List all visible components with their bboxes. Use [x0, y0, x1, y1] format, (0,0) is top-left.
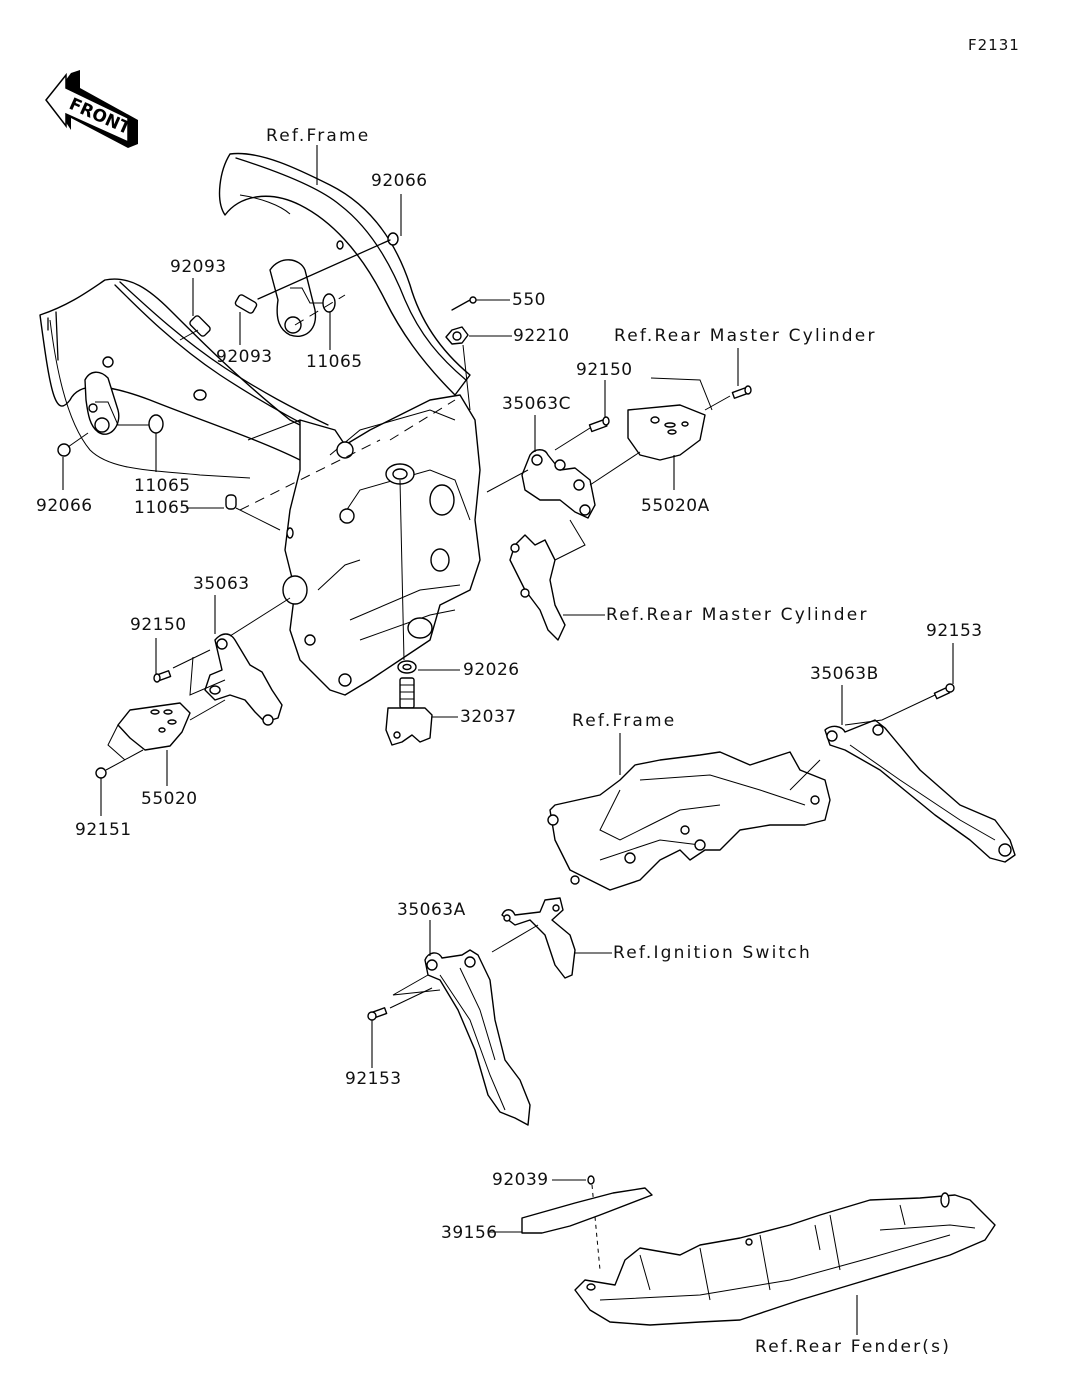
callout-32037[interactable]: 32037 [460, 707, 517, 727]
callout-11065-top[interactable]: 11065 [306, 352, 363, 372]
callout-35063B[interactable]: 35063B [810, 664, 879, 684]
front-arrow-icon: FRONT [45, 70, 138, 148]
bracket-35063 [204, 595, 291, 726]
cotter-pin-550 [451, 296, 510, 311]
callout-92153-right[interactable]: 92153 [926, 621, 983, 641]
callout-55020[interactable]: 55020 [141, 789, 198, 809]
callout-ref-frame-top[interactable]: Ref.Frame [266, 126, 371, 146]
callout-92210[interactable]: 92210 [513, 326, 570, 346]
main-frame [39, 152, 481, 696]
callout-11065-left-a[interactable]: 11065 [134, 476, 191, 496]
callout-92093-left[interactable]: 92093 [170, 257, 227, 277]
grommet-11065-left-b [186, 494, 281, 531]
bolt-92153-left [367, 987, 433, 1068]
master-cylinder [509, 519, 605, 641]
figure-code: F2131 [968, 36, 1020, 54]
clip-92039 [552, 1175, 601, 1271]
patch-92093-mid [234, 294, 258, 345]
washer-92026 [397, 479, 460, 674]
ignition-switch-bracket [491, 897, 612, 979]
pad-39156 [488, 1187, 653, 1234]
nut-92210 [445, 326, 512, 411]
plug-92066-top [257, 194, 402, 300]
bracket-35063C [486, 415, 596, 519]
bracket-35063A [392, 920, 531, 1126]
callout-92150-right[interactable]: 92150 [576, 360, 633, 380]
bolt-92150-right [554, 380, 610, 451]
callout-92026[interactable]: 92026 [463, 660, 520, 680]
callout-92039[interactable]: 92039 [492, 1170, 549, 1190]
callout-92150-left[interactable]: 92150 [130, 615, 187, 635]
callout-35063[interactable]: 35063 [193, 574, 250, 594]
callout-92066-top[interactable]: 92066 [371, 171, 428, 191]
callout-35063A[interactable]: 35063A [397, 900, 466, 920]
bolt-ref-rear-master-cylinder-top [704, 348, 752, 411]
callout-ref-rear-fenders[interactable]: Ref.Rear Fender(s) [755, 1337, 952, 1357]
heel-guard-55020 [107, 699, 226, 786]
callout-ref-rear-master-cylinder-top[interactable]: Ref.Rear Master Cylinder [614, 326, 877, 346]
callout-55020A[interactable]: 55020A [641, 496, 710, 516]
rear-fender [574, 1192, 996, 1335]
callout-92066-left[interactable]: 92066 [36, 496, 93, 516]
bolt-92150-left [153, 638, 226, 696]
patch-92093-left [179, 278, 211, 341]
callout-92093-mid[interactable]: 92093 [216, 347, 273, 367]
grommet-11065-left-a [95, 401, 164, 472]
screw-92151 [95, 749, 144, 816]
callout-92151[interactable]: 92151 [75, 820, 132, 840]
callout-ref-ignition-switch[interactable]: Ref.Ignition Switch [613, 943, 812, 963]
grommet-11065-top [290, 287, 336, 350]
callout-35063C[interactable]: 35063C [502, 394, 571, 414]
plug-92066-left [57, 432, 89, 490]
bracket-35063B [789, 685, 1016, 863]
bolt-92153-right [844, 643, 955, 726]
callout-92153-left[interactable]: 92153 [345, 1069, 402, 1089]
callout-39156[interactable]: 39156 [441, 1223, 498, 1243]
callout-ref-frame-lower[interactable]: Ref.Frame [572, 711, 677, 731]
callout-ref-rear-master-cylinder-mid[interactable]: Ref.Rear Master Cylinder [606, 605, 869, 625]
heel-guard-55020A [589, 377, 713, 490]
bracket-32037 [385, 677, 458, 746]
rear-subframe [547, 733, 831, 891]
dashed-assembly-lines [239, 294, 456, 511]
callout-11065-left-b[interactable]: 11065 [134, 498, 191, 518]
callout-550[interactable]: 550 [512, 290, 546, 310]
